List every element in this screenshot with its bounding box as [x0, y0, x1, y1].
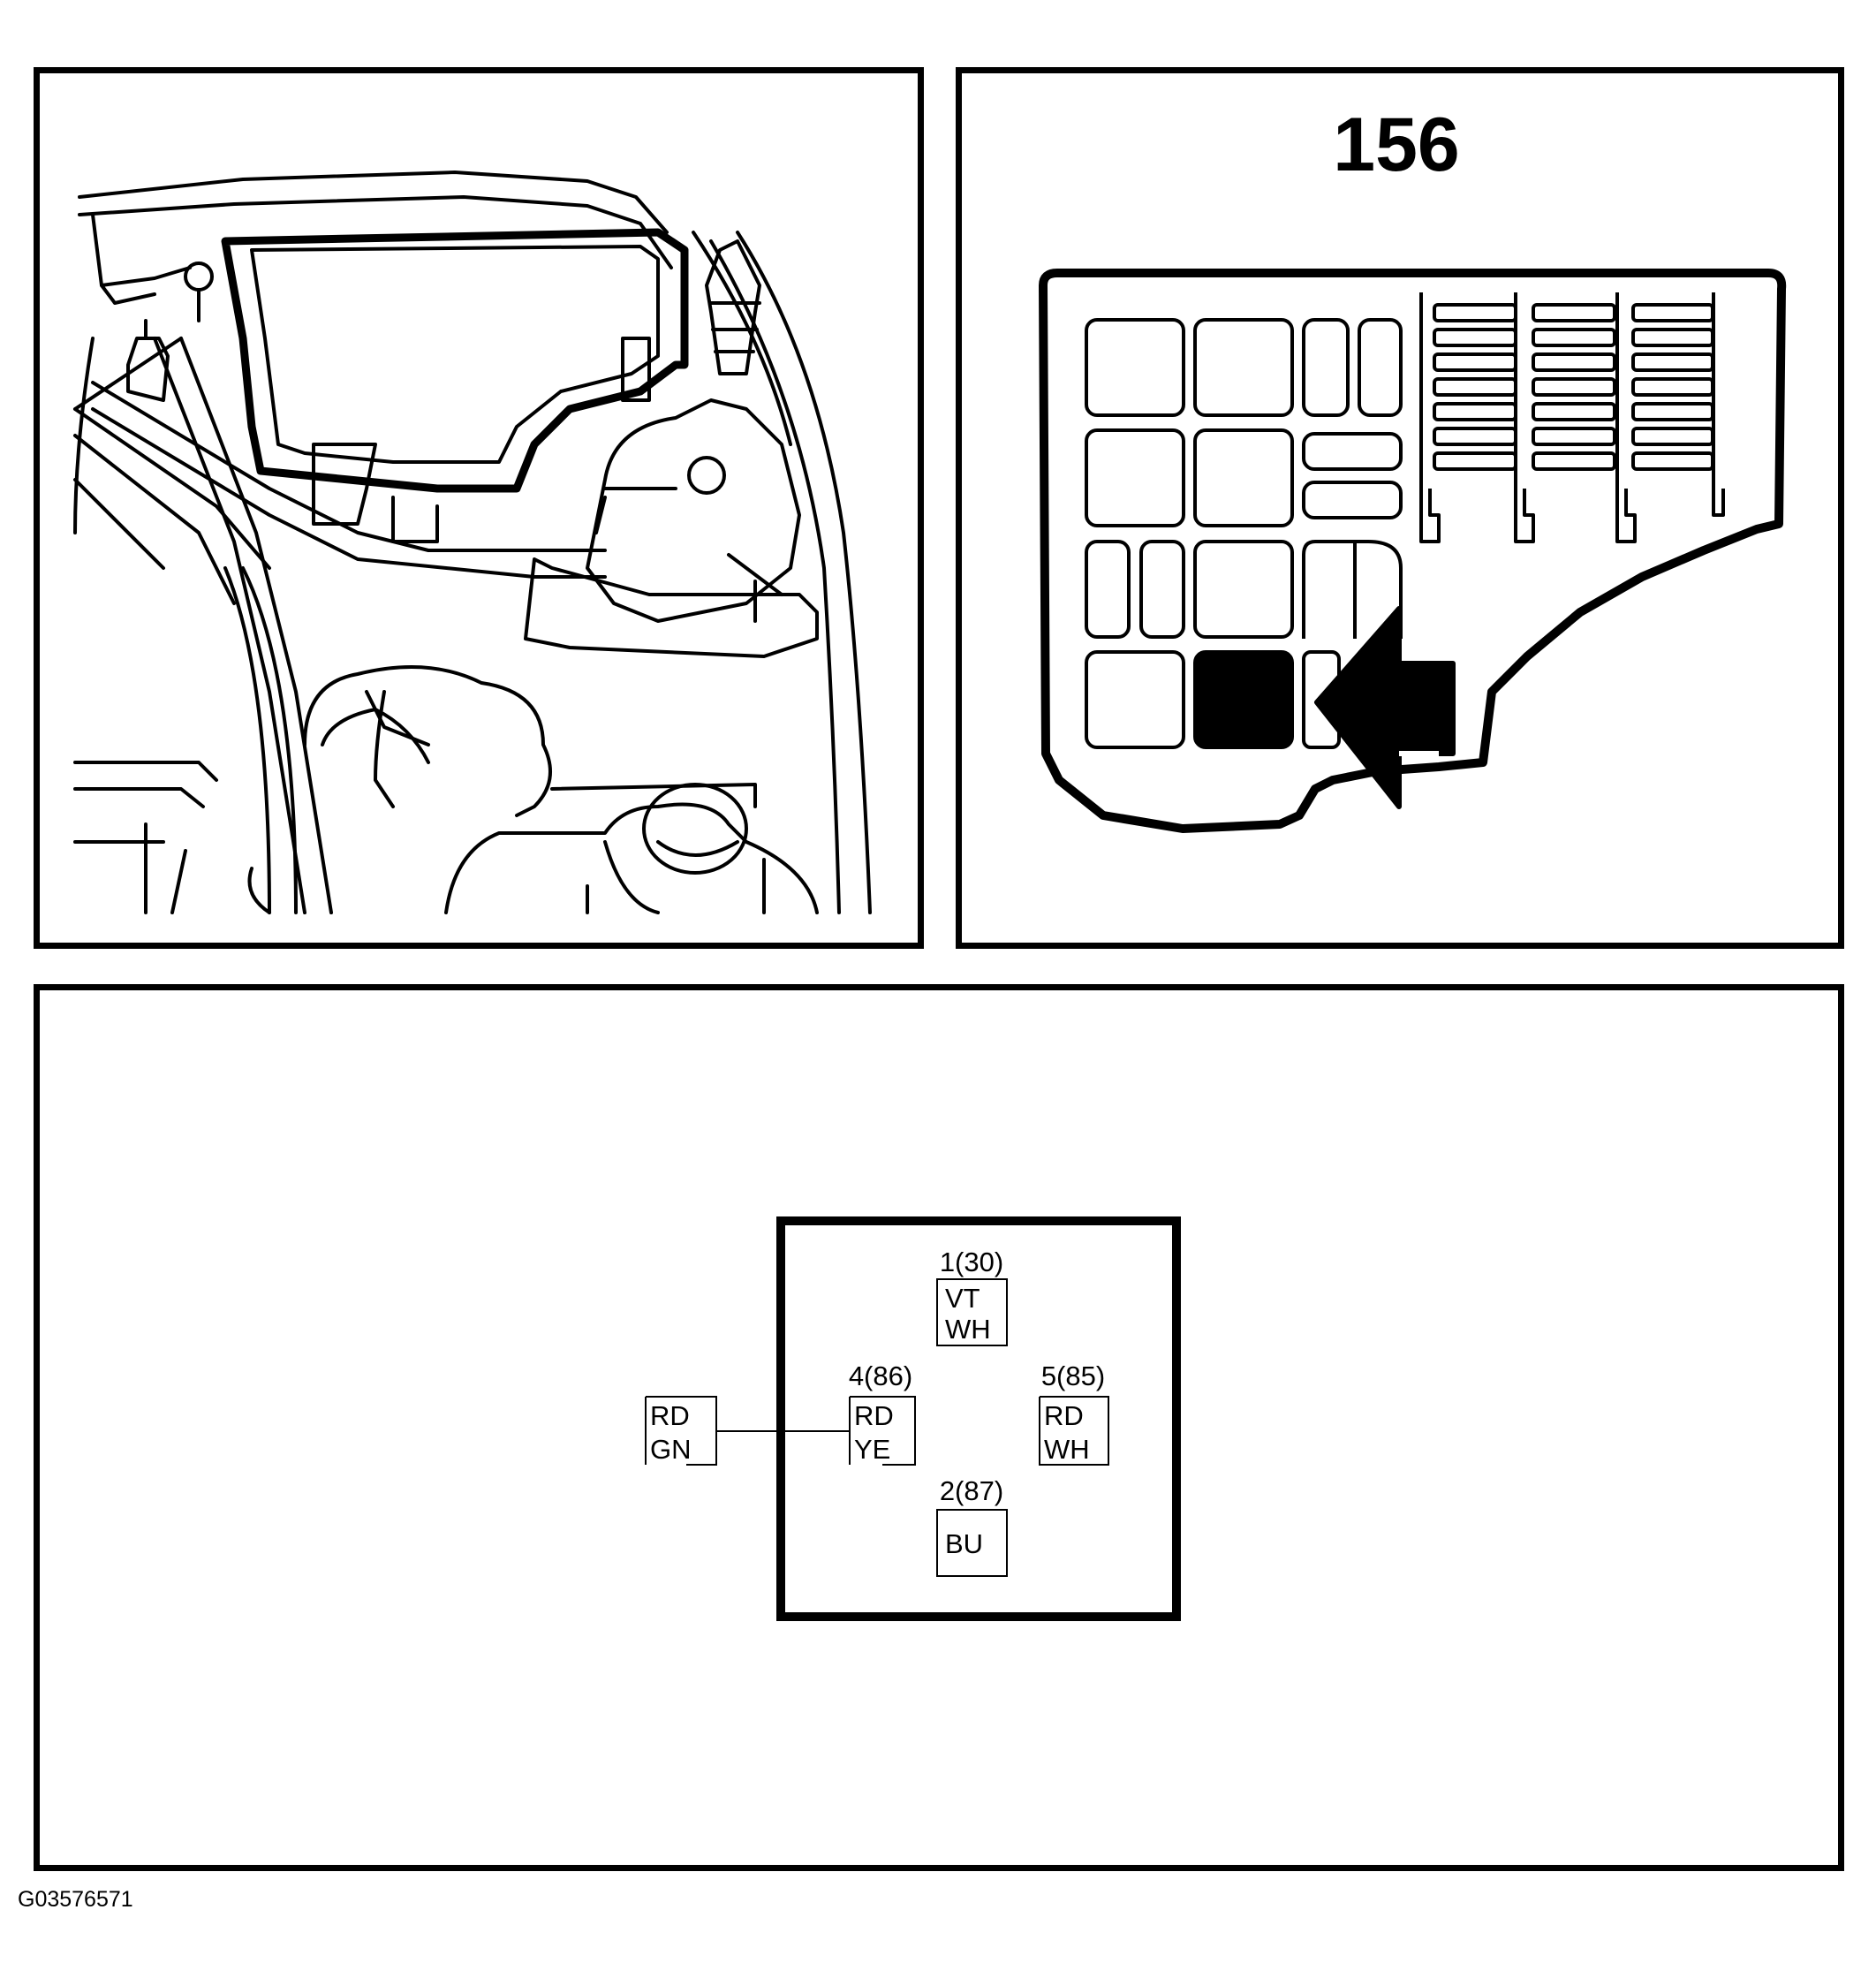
- engine-bay-drawing: [73, 171, 872, 914]
- pin-4-color-1: RD: [854, 1400, 894, 1431]
- highlighted-relay: [1193, 650, 1294, 749]
- pin-4-color-2: YE: [854, 1434, 890, 1465]
- locator-arrow: [1314, 606, 1456, 809]
- connector-face-view: 1(30) VT WH 4(86) RD YE 5(85) RD WH 2(87…: [34, 984, 1844, 1871]
- connector-body: [776, 1216, 1181, 1621]
- pin-2-wire-box: [936, 1509, 1008, 1577]
- pin-2-color-1: BU: [945, 1528, 983, 1559]
- component-number-label: 156: [1333, 102, 1460, 187]
- relay-box-drawing: 156: [1039, 102, 1787, 833]
- pin-5-wire-box: [1039, 1396, 1109, 1466]
- pin-1-label: 1(30): [940, 1247, 1003, 1277]
- pin-5-color-2: WH: [1044, 1434, 1090, 1465]
- pin-2-label: 2(87): [940, 1475, 1003, 1506]
- figure-id: G03576571: [18, 1887, 133, 1912]
- pin-4-label: 4(86): [849, 1360, 912, 1391]
- connector-diagram: 1(30) VT WH 4(86) RD YE 5(85) RD WH 2(87…: [645, 1216, 1181, 1621]
- external-wire-color-2: GN: [650, 1434, 692, 1465]
- pin-1-color-2: WH: [945, 1314, 991, 1345]
- external-wire-color-1: RD: [650, 1400, 690, 1431]
- pin-1-wire-box: [936, 1278, 1008, 1346]
- engine-compartment-illustration: [34, 67, 924, 949]
- relay-box-locator: 156: [956, 67, 1844, 949]
- pin-5-label: 5(85): [1041, 1360, 1105, 1391]
- pin-5-color-1: RD: [1044, 1400, 1084, 1431]
- pin-1-color-1: VT: [945, 1283, 980, 1314]
